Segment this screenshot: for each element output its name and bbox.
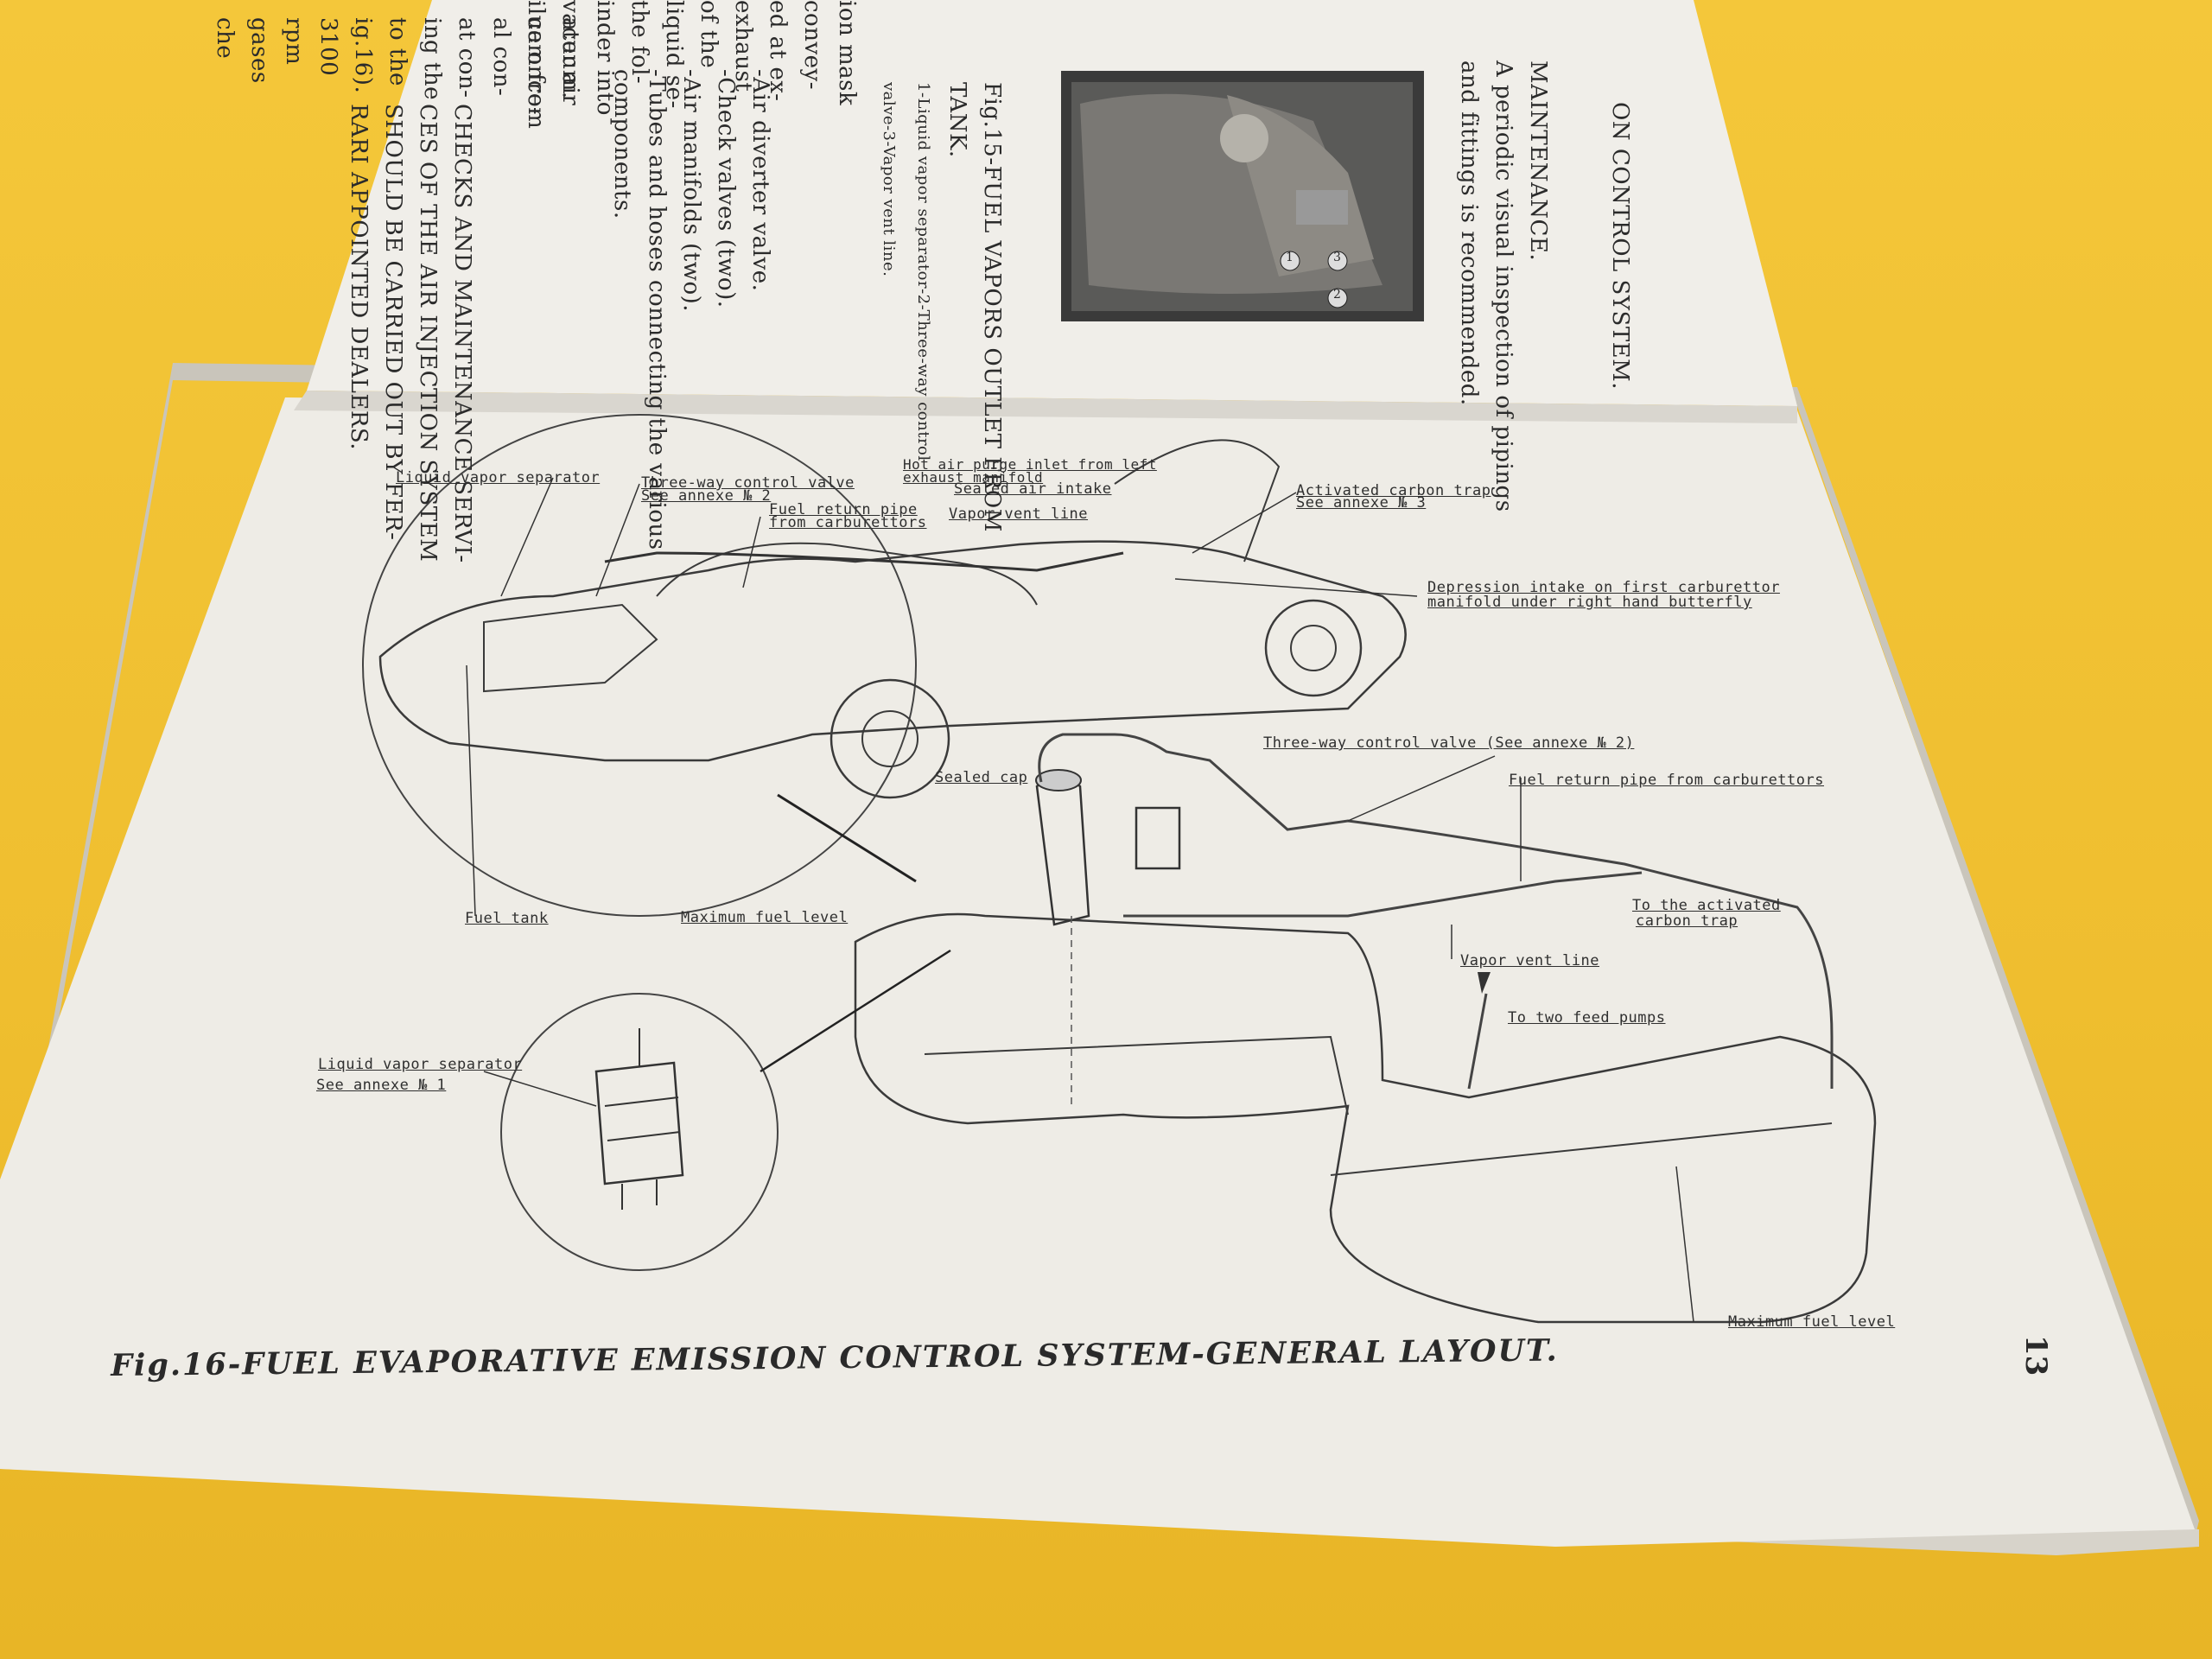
edge-fragment-11: gases [246, 17, 272, 84]
photo-callout-2: 2 [1333, 288, 1342, 302]
edge-fragment-2: cam from [523, 17, 549, 130]
feed-pipe [1467, 993, 1488, 1090]
front-wheel [1264, 599, 1363, 697]
upper-page [307, 0, 1797, 406]
fig15-legend-2: valve-3-Vapor vent line. [880, 82, 898, 277]
label-to-carbon-2: carbon trap [1636, 912, 1738, 930]
edge-fragment-9: 3100 [315, 17, 341, 77]
label-depression-2: manifold under right hand butterfly [1427, 594, 1752, 611]
book-gutter [294, 391, 1797, 423]
maintenance-heading: MAINTENANCE. [1525, 60, 1551, 262]
service-note-2: CES OF THE AIR INJECTION SYSTEM [415, 104, 441, 563]
maintenance-col: MAINTENANCE. A periodic visual inspectio… [1452, 60, 1555, 512]
edge-fragment-10: rpm [281, 17, 307, 66]
label-max-fuel-top: Maximum fuel level [681, 909, 849, 926]
lower-page [0, 397, 2195, 1547]
detail-arrow [777, 793, 917, 883]
edge-fragment-3: al con- [488, 17, 514, 97]
label-liquid-vapor-separator-top: Liquid vapor separator [396, 469, 601, 486]
label-fuel-return-top-1: Fuel return pipe [769, 501, 918, 518]
label-liquid-sep-inset-2: See annexe № 1 [316, 1077, 447, 1094]
label-sealed-cap: Sealed cap [935, 769, 1028, 786]
label-hot-air-1: Hot air purge inlet from left [903, 456, 1157, 473]
maintenance-line-1: A periodic visual inspection of pipings [1491, 60, 1516, 512]
service-note-col: CHECKS AND MAINTENANCE SERVI- CES OF THE… [341, 104, 480, 563]
label-fuel-return-top-2: from carburettors [769, 514, 927, 531]
label-three-way-top-1: Three-way control valve [641, 474, 855, 492]
photo-callout-3: 3 [1333, 251, 1342, 264]
section-heading: ON CONTROL SYSTEM. [1607, 102, 1633, 391]
label-sealed-air-intake: Sealed air intake [954, 480, 1112, 498]
edge-fragment-12: che [212, 17, 238, 60]
label-max-fuel-bottom: Maximum fuel level [1728, 1313, 1896, 1331]
separator-inset-circle [500, 993, 779, 1271]
service-note-4: RARI APPOINTED DEALERS. [346, 104, 372, 451]
fragment-1: ion mask [834, 0, 860, 106]
label-vapor-vent-right: Vapor vent line [1460, 952, 1600, 969]
car-detail-oval [362, 414, 917, 917]
photo-callout-1: 1 [1286, 251, 1294, 264]
rear-wheel [830, 678, 950, 799]
sealed-cap-shape [1035, 769, 1082, 791]
service-note-3: SHOULD BE CARRIED OUT BY FER- [380, 104, 406, 541]
label-carbon-trap-2: See annexe № 3 [1296, 494, 1427, 512]
edge-fragment-1: ater air [557, 17, 583, 106]
fragment-2: convey- [799, 0, 825, 91]
label-hot-air-2: exhaust manifold [903, 469, 1044, 486]
upper-heading-col: ON CONTROL SYSTEM. [1603, 102, 1637, 390]
label-liquid-sep-inset-1: Liquid vapor separator [318, 1056, 523, 1073]
service-note-1: CHECKS AND MAINTENANCE SERVI- [449, 104, 475, 563]
separator-shape [1135, 806, 1181, 870]
label-three-way-top-2: See annexe № 2 [641, 487, 772, 505]
label-depression-1: Depression intake on first carburettor [1427, 579, 1780, 596]
maintenance-line-2: and fittings is recommended. [1456, 60, 1482, 406]
fuel-tank [854, 912, 1877, 1324]
label-feed-pumps: To two feed pumps [1508, 1009, 1666, 1027]
open-hood [1114, 439, 1281, 563]
return-pipe [1123, 871, 1643, 918]
page-number: 13 [2018, 1335, 2053, 1376]
label-fuel-return-right: Fuel return pipe from carburettors [1509, 772, 1824, 789]
label-three-way-right: Three-way control valve (See annexe № 2) [1263, 734, 1635, 752]
car-outline [378, 540, 1407, 762]
label-to-carbon-1: To the activated [1632, 897, 1781, 914]
label-vapor-vent-top: Vapor vent line [949, 505, 1089, 523]
component-5: components. [609, 69, 635, 219]
vapor-line [1038, 733, 1834, 1089]
label-carbon-trap-1: Activated carbon trap [1296, 482, 1491, 499]
label-fuel-tank: Fuel tank [465, 910, 549, 927]
